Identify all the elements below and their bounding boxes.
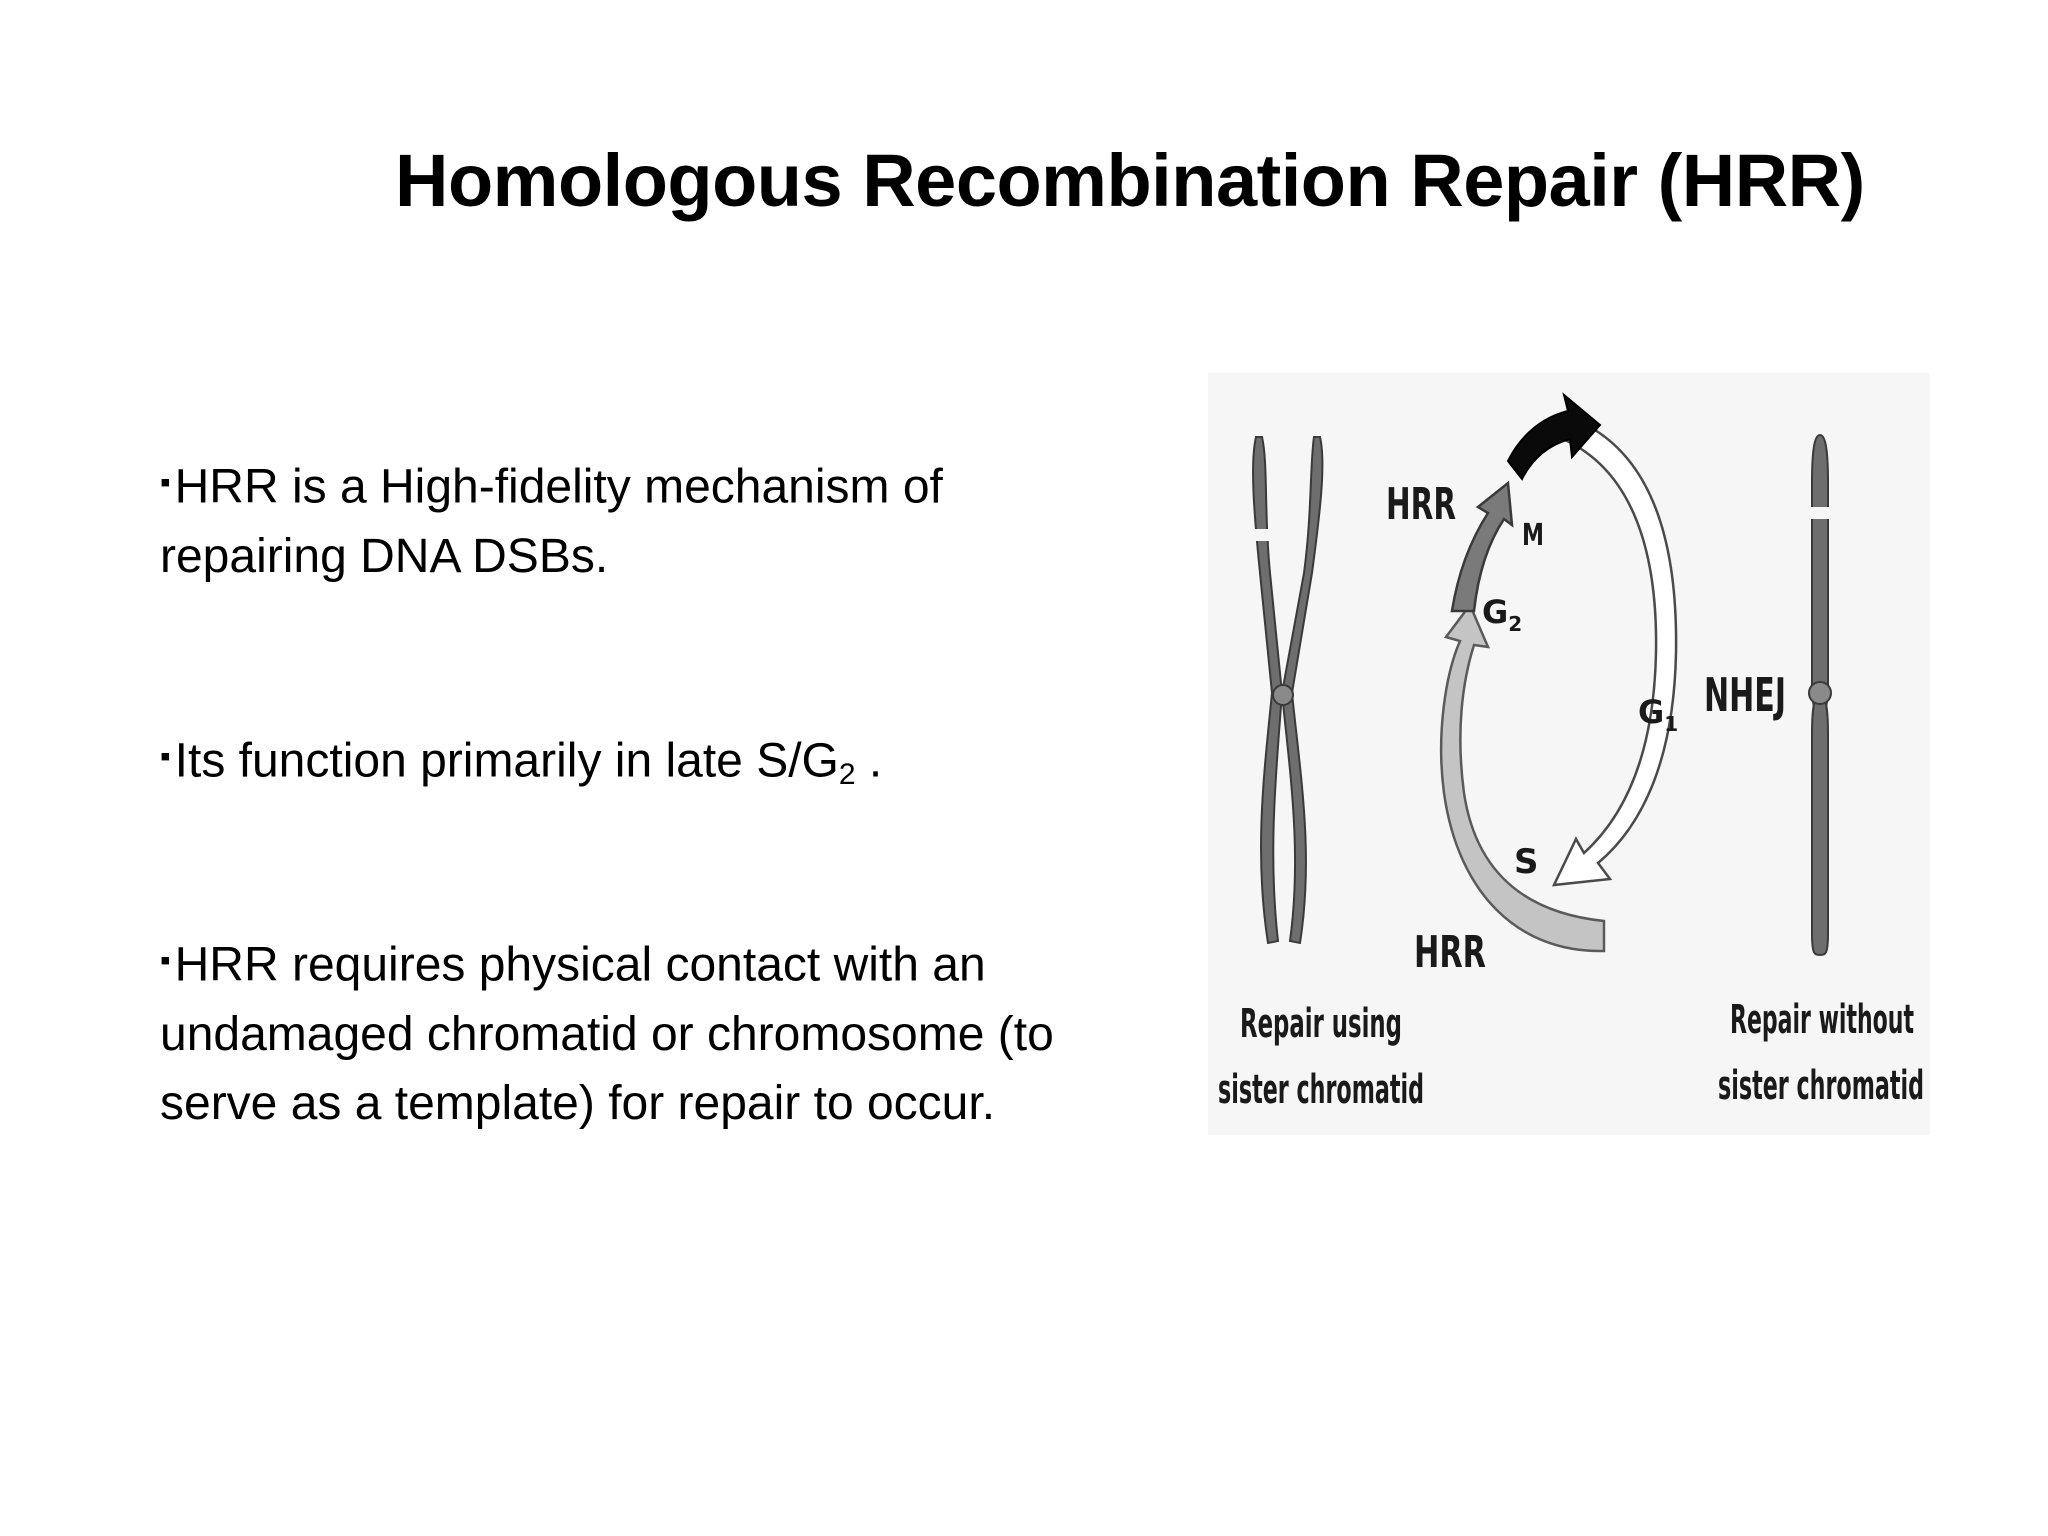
left-caption-line1: Repair using bbox=[1240, 1001, 1402, 1047]
chromosome-arm bbox=[1811, 433, 1829, 715]
bullet-marker: ▪ bbox=[160, 740, 171, 773]
dsb-break bbox=[1248, 529, 1274, 541]
bullet-item: ▪HRR requires physical contact with an u… bbox=[160, 926, 1120, 1138]
single-chromosome bbox=[1808, 433, 1832, 957]
m-phase-arrow bbox=[1506, 392, 1602, 481]
g1-phase-arrow bbox=[1551, 413, 1678, 887]
right-caption-line2: sister chromatid bbox=[1718, 1063, 1924, 1109]
bullet-item: ▪HRR is a High-fidelity mechanism of rep… bbox=[160, 448, 1120, 591]
hrr-top-label: HRR bbox=[1386, 479, 1456, 530]
cell-cycle-diagram bbox=[1439, 392, 1678, 953]
bullet-text: HRR is a High-fidelity mechanism of repa… bbox=[160, 460, 943, 583]
chromosome-arm bbox=[1811, 691, 1829, 957]
g2-phase-arrow bbox=[1450, 480, 1514, 613]
bullet-text-end: . bbox=[855, 734, 883, 788]
bullet-text: HRR requires physical contact with an un… bbox=[160, 938, 1054, 1130]
bullet-text: Its function primarily in late S/G bbox=[174, 734, 839, 788]
centromere bbox=[1272, 684, 1294, 706]
bullet-marker: ▪ bbox=[160, 466, 171, 499]
slide-title: Homologous Recombination Repair (HRR) bbox=[395, 139, 1865, 222]
s-phase-arrow bbox=[1439, 602, 1606, 953]
right-caption-line1: Repair without bbox=[1730, 997, 1914, 1043]
bullet-subscript: 2 bbox=[838, 758, 856, 791]
left-caption-line2: sister chromatid bbox=[1218, 1067, 1424, 1113]
dsb-break bbox=[1808, 507, 1832, 519]
phase-g1-label: G1 bbox=[1638, 693, 1678, 736]
phase-g2-label: G2 bbox=[1482, 593, 1522, 636]
bullet-marker: ▪ bbox=[160, 944, 171, 977]
cell-cycle-figure: HRR M G2 G1 NHEJ S HRR Repair using sist… bbox=[1208, 373, 1930, 1135]
phase-m-label: M bbox=[1522, 518, 1544, 553]
bullet-item: ▪Its function primarily in late S/G2 . bbox=[160, 722, 1120, 809]
phase-s-label: S bbox=[1514, 842, 1539, 882]
nhej-label: NHEJ bbox=[1704, 668, 1786, 722]
chromatid-arm bbox=[1280, 436, 1324, 945]
centromere bbox=[1808, 681, 1832, 705]
sister-chromatid-chromosome bbox=[1248, 436, 1324, 945]
hrr-bottom-label: HRR bbox=[1414, 927, 1486, 978]
